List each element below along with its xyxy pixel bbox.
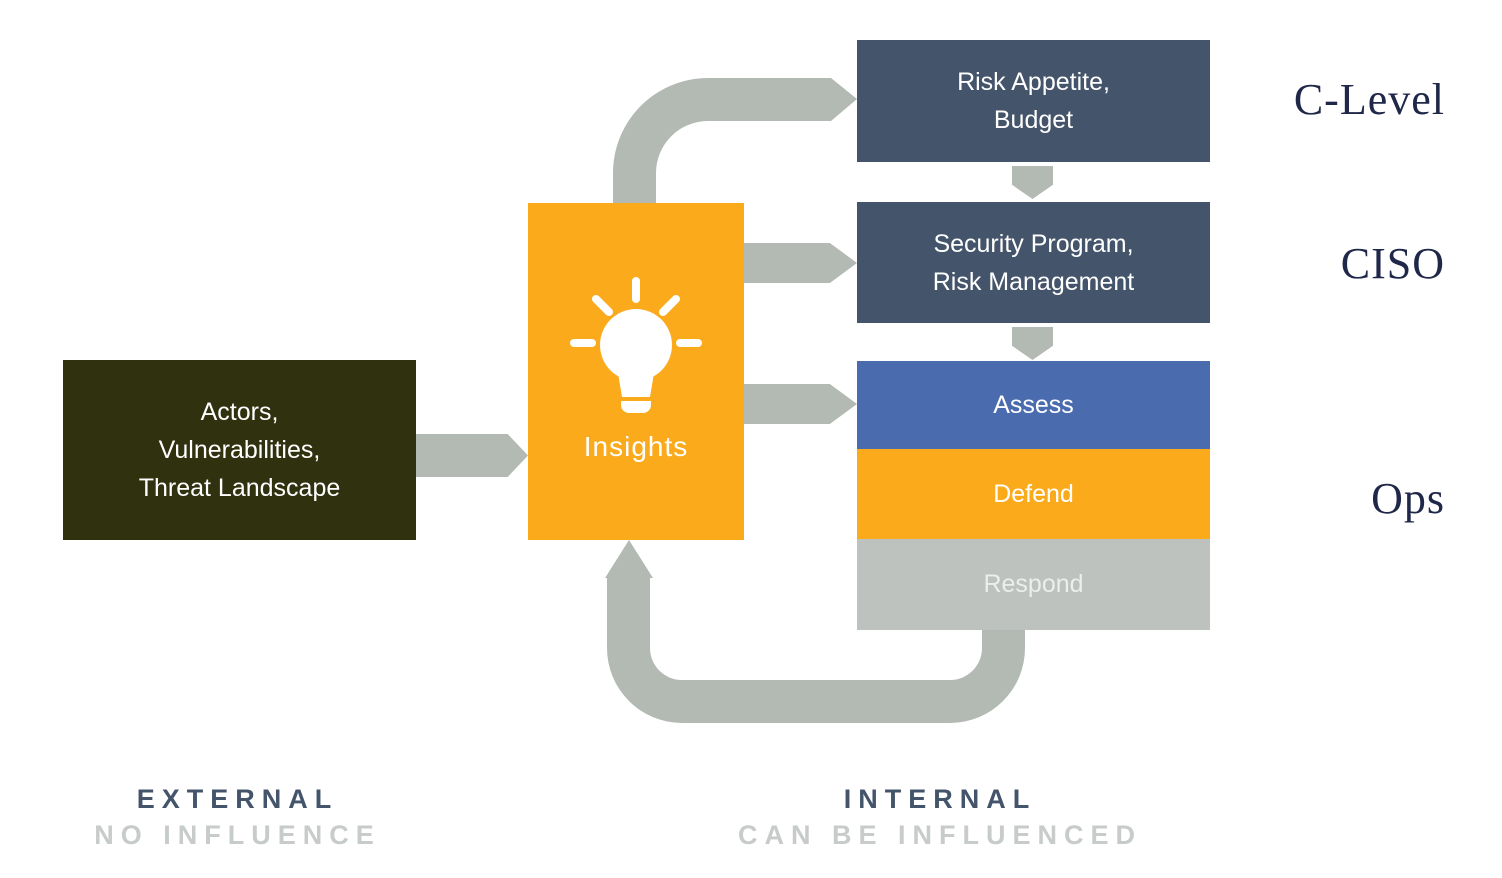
footer-internal-subtitle: CAN BE INFLUENCED [737, 820, 1142, 850]
arrow-insights-to-clevel-curve [613, 78, 831, 203]
arrow-ciso-to-ops [1012, 327, 1053, 360]
ops-stack: Assess Defend Respond [857, 361, 1210, 630]
source-box-text: Actors, Vulnerabilities, Threat Landscap… [138, 398, 341, 502]
arrow-clevel-to-ciso [1012, 166, 1053, 199]
lightbulb-icon [570, 277, 702, 413]
ops-stage-assess: Assess [857, 361, 1210, 449]
ops-stage-respond: Respond [857, 539, 1210, 630]
arrow-respond-to-insights-head [605, 540, 653, 578]
footer-internal: INTERNAL CAN BE INFLUENCED [720, 784, 1160, 851]
insights-box: Insights [528, 203, 744, 540]
arrow-source-to-insights [415, 434, 528, 477]
footer-external: EXTERNAL NO INFLUENCE [40, 784, 435, 851]
role-label-clevel: C-Level [1293, 75, 1445, 124]
insights-label: Insights [583, 431, 689, 462]
role-label-ops: Ops [1371, 474, 1445, 523]
role-label-ciso: CISO [1340, 239, 1445, 288]
arrow-insights-to-clevel-head [831, 78, 857, 121]
footer-internal-title: INTERNAL [843, 784, 1037, 814]
footer-external-title: EXTERNAL [136, 784, 339, 814]
ciso-box: Security Program, Risk Management [857, 202, 1210, 323]
clevel-box: Risk Appetite, Budget [857, 40, 1210, 162]
source-box: Actors, Vulnerabilities, Threat Landscap… [63, 360, 416, 540]
ciso-box-text: Security Program, Risk Management [932, 229, 1135, 296]
footer-external-subtitle: NO INFLUENCE [94, 820, 381, 850]
clevel-box-text: Risk Appetite, Budget [957, 68, 1110, 134]
arrow-insights-to-ciso [744, 243, 857, 283]
ops-stage-defend: Defend [857, 449, 1210, 539]
arrow-insights-to-ops [744, 384, 857, 424]
